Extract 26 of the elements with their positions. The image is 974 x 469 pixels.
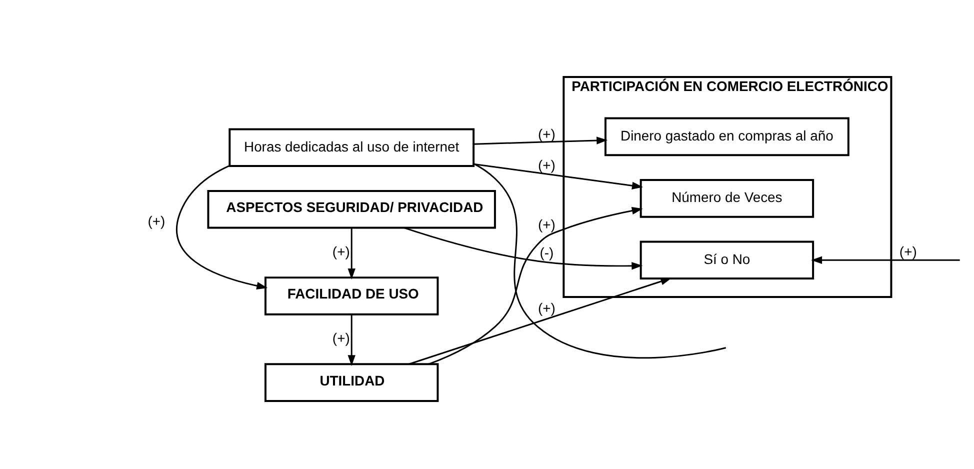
arrow: [404, 226, 643, 270]
arrow: [474, 162, 643, 189]
node-box: Horas dedicadas al uso de internet: [228, 128, 475, 167]
node-box: Dinero gastado en compras al año: [604, 116, 850, 156]
edge-label: (+): [148, 212, 166, 228]
arrow: [348, 227, 356, 279]
arrow: [428, 206, 643, 364]
edge-label: (+): [538, 300, 556, 316]
arrow: [176, 164, 268, 290]
node-box: Sí o No: [640, 240, 814, 280]
edge-label: (+): [332, 242, 350, 259]
arrow: [474, 136, 608, 144]
node-box: ASPECTOS SEGURIDAD/ PRIVACIDAD: [207, 189, 496, 228]
arrow: [408, 277, 672, 364]
edge-label: (+): [538, 216, 556, 232]
node-box: UTILIDAD: [264, 362, 439, 402]
edge-label: (+): [899, 242, 917, 259]
edge-label: (+): [538, 125, 556, 142]
node-box: FACILIDAD DE USO: [264, 276, 439, 315]
connector: [473, 162, 726, 358]
arrow: [348, 314, 356, 366]
arrow: [811, 256, 960, 264]
edge-label: (-): [540, 244, 554, 260]
edge-label: (+): [538, 156, 556, 172]
node-box: Número de Veces: [640, 178, 814, 218]
edge-label: (+): [332, 329, 350, 346]
